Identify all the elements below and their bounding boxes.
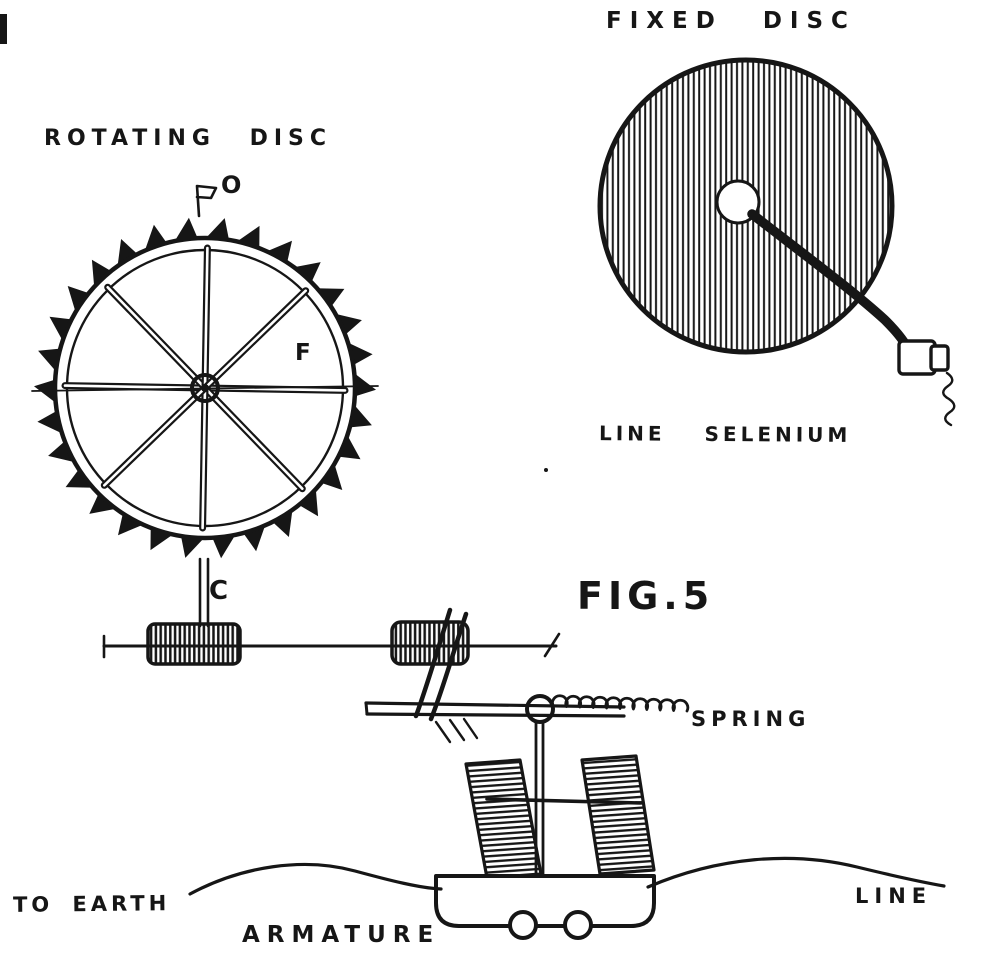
figure-number: FIG.5 [577, 574, 715, 618]
spring-coil [551, 694, 690, 713]
selenium-cell-terminal [929, 344, 950, 372]
label-rotating-disc: ROTATING DISC [44, 126, 333, 151]
lever-bar [364, 701, 626, 709]
label-point-c: C [209, 576, 229, 606]
earth-wire-curve [188, 862, 443, 896]
coil-crossbar [485, 797, 643, 805]
label-point-f: F [295, 340, 311, 366]
contact-flag [195, 184, 218, 218]
axle-end-slash [543, 632, 561, 658]
line-wire-curve [646, 856, 946, 889]
belt-strap [428, 611, 469, 722]
label-fixed-disc: FIXED DISC [606, 8, 856, 34]
label-armature: ARMATURE [242, 922, 441, 948]
label-line: LINE [855, 884, 933, 908]
label-selenium-word: SELENIUM [704, 421, 852, 447]
page-edge-artifact [0, 14, 7, 44]
pulley-drum-left [146, 622, 242, 666]
label-line-word: LINE [598, 421, 666, 446]
yoke-foot [508, 910, 538, 940]
label-to-earth: TO EARTH [12, 891, 171, 917]
rotating-disc-drawing [31, 184, 379, 559]
pivot-ball [525, 694, 555, 724]
electromagnet-drawing [434, 754, 656, 940]
belt-strap [413, 607, 453, 719]
label-spring: SPRING [691, 707, 811, 731]
wheel-hub [190, 373, 220, 403]
wheel-hub-center [201, 384, 209, 392]
fixed-disc-drawing [597, 57, 956, 427]
label-line-selenium: LINE SELENIUM [598, 421, 852, 447]
strap-hatch [434, 717, 479, 744]
terminal-squiggle [942, 371, 956, 427]
wheel-rim-outer [52, 235, 358, 541]
shaft-and-gear-train [102, 557, 690, 880]
pulley-drum-right [390, 620, 470, 666]
electromagnet-coil-left [464, 758, 543, 880]
wire-curves [188, 856, 946, 896]
page-speck [544, 468, 548, 472]
lever-bar-endcap [364, 701, 369, 716]
lever-bar [365, 712, 626, 718]
armature-yoke [434, 874, 656, 928]
yoke-foot [563, 910, 593, 940]
label-point-o: O [221, 171, 242, 199]
electromagnet-coil-right [580, 754, 656, 876]
